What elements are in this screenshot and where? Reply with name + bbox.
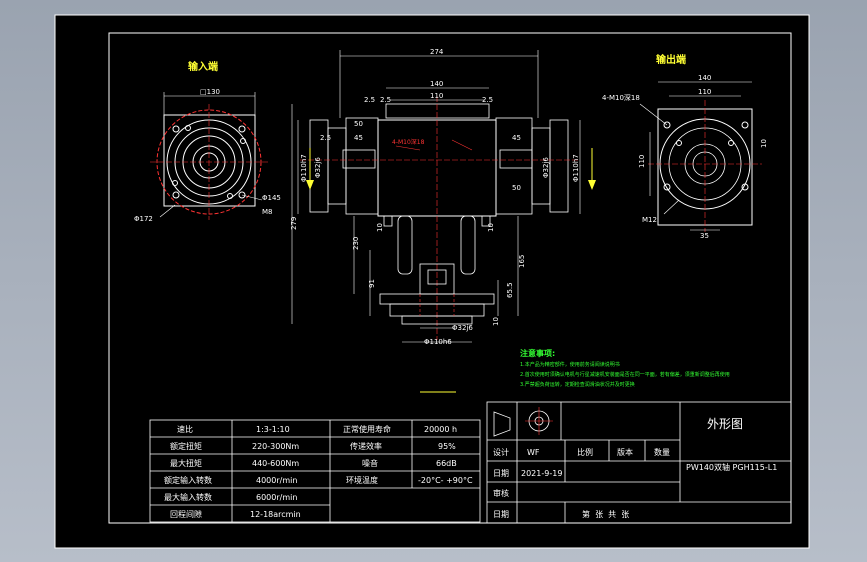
tb-review-label: 审核 xyxy=(493,488,509,498)
spec-key-1: 额定扭矩 xyxy=(170,441,202,451)
output-end-label: 输出端 xyxy=(656,53,686,66)
spec-val2-1: 95% xyxy=(438,442,456,451)
note-item-1: 1.本产品为精密部件，使用前务请阅读说明书 xyxy=(520,361,620,368)
tb-date2-label: 日期 xyxy=(493,510,509,519)
dim-2-5-a: 2.5 xyxy=(364,96,375,104)
spec-key2-1: 传递效率 xyxy=(350,441,382,451)
inner-frame xyxy=(108,32,792,524)
dim-110: 110 xyxy=(430,92,443,100)
dim-d32j6-right: Φ32j6 xyxy=(542,157,550,178)
tb-date: 2021-9-19 xyxy=(521,469,562,478)
dim-d32j6-bottom: Φ32j6 xyxy=(452,324,473,332)
tb-qty-label: 数量 xyxy=(654,447,670,457)
right-dim-35: 35 xyxy=(700,232,709,240)
front-holes-note: 4-M10深18 xyxy=(392,138,425,146)
dim-d145: Φ145 xyxy=(262,194,281,202)
spec-val-2: 440-600Nm xyxy=(252,459,299,468)
dim-45-a: 45 xyxy=(354,134,363,142)
dim-140: 140 xyxy=(430,80,443,88)
note-item-3: 3.严禁超负荷运转，定期检查润滑油状况并及时更换 xyxy=(520,381,635,388)
dim-d110h6: Φ110h6 xyxy=(424,338,452,346)
spec-val-5: 12-18arcmin xyxy=(250,510,301,519)
dim-2-5-b: 2.5 xyxy=(380,96,391,104)
right-dim-110-vertical: 110 xyxy=(638,155,646,168)
dim-overall-274: 274 xyxy=(430,48,444,56)
right-holes-note: 4-M10深18 xyxy=(602,93,640,102)
spec-key-3: 额定输入转数 xyxy=(164,475,212,485)
dim-230: 230 xyxy=(352,237,360,250)
dim-10-a: 10 xyxy=(376,223,384,232)
spec-key2-2: 噪音 xyxy=(362,458,378,468)
spec-val-4: 6000r/min xyxy=(256,493,297,502)
dim-2-5-d: 2.5 xyxy=(320,134,331,142)
dim-d172: Φ172 xyxy=(134,215,153,223)
tb-version-label: 版本 xyxy=(617,447,633,457)
spec-key-5: 回程间隙 xyxy=(170,509,202,519)
title-block xyxy=(486,401,792,524)
spec-key2-0: 正常使用寿命 xyxy=(343,424,391,434)
dim-50: 50 xyxy=(354,120,363,128)
spec-key-4: 最大输入转数 xyxy=(164,492,212,502)
right-view xyxy=(639,81,762,232)
dim-50-b: 50 xyxy=(512,184,521,192)
left-view xyxy=(150,92,268,220)
dim-165: 165 xyxy=(518,255,526,268)
tb-designer: WF xyxy=(527,448,540,457)
spec-key2-3: 环境温度 xyxy=(346,475,378,485)
dim-d110h7-right: Φ110h7 xyxy=(572,154,580,182)
note-item-2: 2.首次使用时须确认电机与行星减速机安装面是否在同一平面，若有偏差，须重新调整后… xyxy=(520,371,730,378)
tb-model: PW140双轴 PGH115-L1 xyxy=(686,462,777,472)
dim-45-b: 45 xyxy=(512,134,521,142)
tb-sheet-info: 第 张 共 张 xyxy=(582,509,629,519)
dim-91: 91 xyxy=(368,279,376,288)
spec-table xyxy=(149,419,481,523)
input-end-label: 输入端 xyxy=(188,60,218,73)
right-dim-m12: M12 xyxy=(642,216,657,224)
tb-design-label: 设计 xyxy=(493,447,509,457)
front-view xyxy=(291,50,596,393)
spec-key-2: 最大扭矩 xyxy=(170,458,202,468)
spec-val-1: 220-300Nm xyxy=(252,442,299,451)
spec-val2-2: 66dB xyxy=(436,459,457,468)
spec-key-0: 速比 xyxy=(177,424,193,434)
notes-title: 注意事项: xyxy=(520,348,555,358)
dim-d130: □130 xyxy=(200,88,220,96)
tb-date-label: 日期 xyxy=(493,469,509,478)
dim-65-5: 65.5 xyxy=(506,282,514,298)
spec-val-3: 4000r/min xyxy=(256,476,297,485)
dim-d110h7-left: Φ110h7 xyxy=(300,154,308,182)
right-dim-10: 10 xyxy=(760,139,768,148)
dim-d32j6-left: Φ32j6 xyxy=(314,157,322,178)
spec-val2-3: -20°C- +90°C xyxy=(418,476,473,485)
dim-m8: M8 xyxy=(262,208,273,216)
dim-10-c: 10 xyxy=(492,317,500,326)
tb-scale-label: 比例 xyxy=(577,447,593,457)
dim-2-5-c: 2.5 xyxy=(482,96,493,104)
drawing-title: 外形图 xyxy=(707,417,743,431)
right-dim-140: 140 xyxy=(698,74,711,82)
dim-10-b: 10 xyxy=(487,223,495,232)
spec-val-0: 1:3-1:10 xyxy=(256,425,290,434)
right-dim-110: 110 xyxy=(698,88,711,96)
dim-279: 279 xyxy=(290,217,298,230)
spec-val2-0: 20000 h xyxy=(424,425,457,434)
